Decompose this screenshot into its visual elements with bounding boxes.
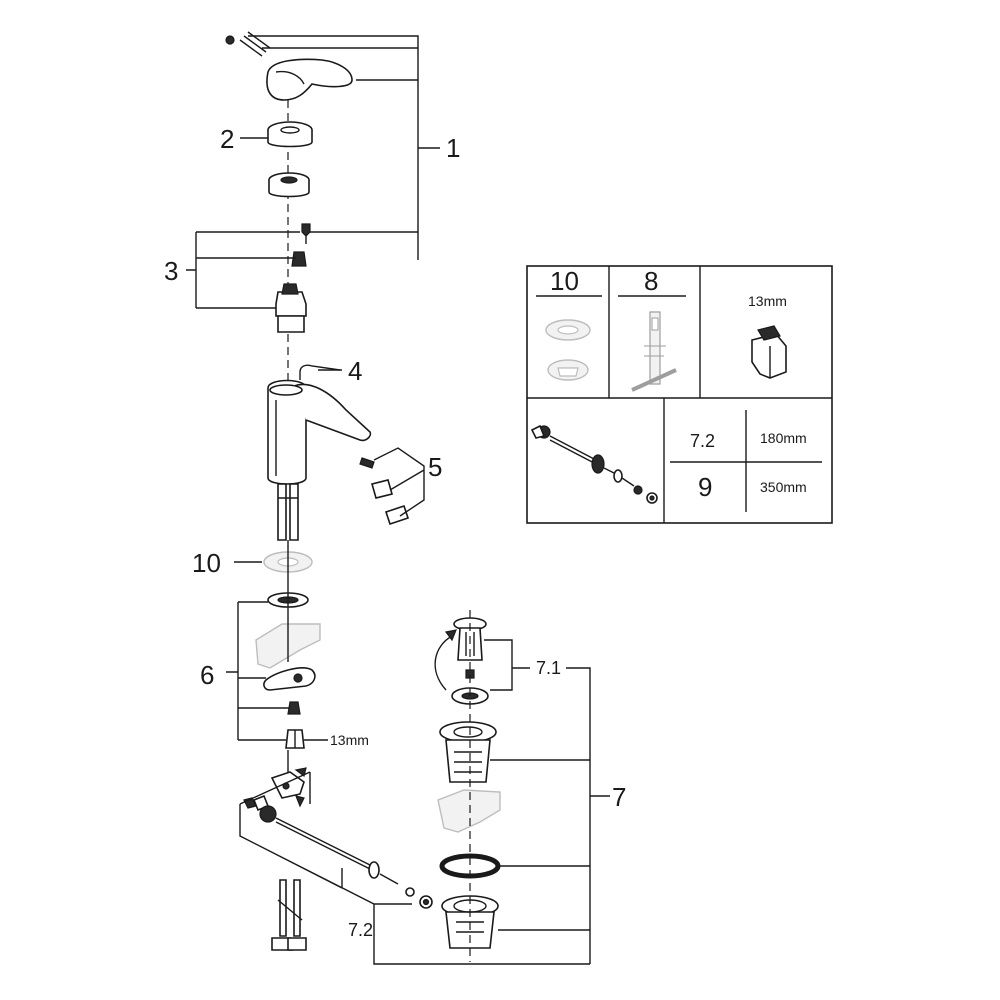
- callout-10-label: 10: [192, 548, 221, 578]
- callout-3-label: 3: [164, 256, 178, 286]
- pull-rod-icon: [243, 794, 433, 909]
- callout-7-2-label: 7.2: [348, 920, 373, 940]
- hex-nut-icon: [285, 729, 305, 749]
- callout-2-label: 2: [220, 124, 234, 154]
- inset-hex-nut-icon: [751, 325, 787, 379]
- accessories-inset-table: [526, 265, 833, 524]
- callout-7-1-label: 7.1: [536, 658, 561, 678]
- handle-icon: [266, 58, 353, 101]
- inset-row-9-label: 9: [698, 472, 712, 502]
- small-screw-icon: [301, 223, 311, 244]
- cartridge-icon: [275, 283, 307, 333]
- leader-lines-3: [186, 231, 300, 309]
- leader-lines-7-1: [484, 639, 530, 691]
- inset-row-7-2-label: 7.2: [690, 431, 715, 451]
- callout-1-label: 1: [446, 133, 460, 163]
- spout-body-icon: [267, 379, 372, 485]
- inset-pull-rod-icon: [530, 424, 658, 504]
- supply-hose-icon: [271, 879, 307, 951]
- drain-plug-icon: [434, 617, 487, 691]
- inset-row-9-length: 350mm: [760, 479, 807, 495]
- inset-cell-13mm-label: 13mm: [748, 293, 787, 309]
- nut-icon: [287, 701, 301, 715]
- inset-cell-8-label: 8: [644, 266, 658, 296]
- drain-sink-ghost-icon: [437, 789, 501, 833]
- inset-row-7-2-length: 180mm: [760, 430, 807, 446]
- drain-body-icon: [439, 721, 497, 783]
- mounting-bracket-icon: [263, 667, 316, 691]
- leader-lines-6: [226, 601, 328, 741]
- callout-1: 1: [446, 133, 460, 163]
- mounting-studs-icon: [277, 483, 299, 541]
- stem-adapter-icon: [291, 251, 307, 267]
- leader-lines-5: [373, 447, 425, 517]
- callout-7-label: 7: [612, 782, 626, 812]
- wrench-size-label: 13mm: [330, 732, 369, 748]
- inset-cell-10-label: 10: [550, 266, 579, 296]
- callout-5-label: 5: [428, 452, 442, 482]
- lift-rod-icon: [299, 364, 341, 380]
- callout-4-label: 4: [348, 356, 362, 386]
- escutcheon-cap-icon: [267, 121, 313, 148]
- aerator-icon: [359, 457, 410, 526]
- inset-gasket-icon: [545, 319, 591, 381]
- key-tool-icon: [631, 311, 677, 392]
- set-screw-icon: [225, 31, 271, 57]
- callout-6-label: 6: [200, 660, 214, 690]
- locking-ring-icon: [268, 172, 310, 198]
- pull-rod-outline: [239, 771, 590, 965]
- leader-lines-1: [248, 35, 440, 260]
- pull-rod-clamp-icon: [270, 750, 307, 808]
- leader-lines-7: [490, 667, 610, 964]
